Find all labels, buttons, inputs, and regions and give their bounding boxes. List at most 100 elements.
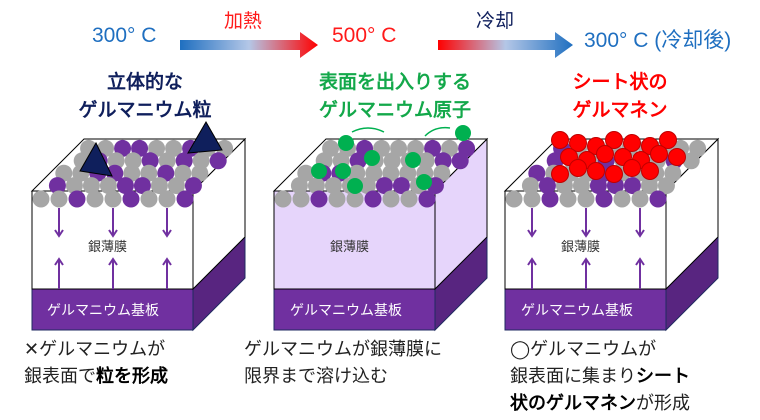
substrate-front: [273, 288, 436, 331]
ge-atom: [347, 178, 363, 194]
surface-atom: [682, 152, 700, 170]
ge-atom: [338, 135, 354, 151]
surface-atom: [107, 152, 125, 170]
panel3-substrate-label: ゲルマニウム基板: [521, 303, 633, 319]
surface-atom: [150, 177, 168, 195]
surface-atom: [657, 177, 675, 195]
surface-atom: [392, 177, 410, 195]
surface-atom: [133, 177, 151, 195]
surface-atom: [521, 177, 539, 195]
exchange-arrow-icon: [424, 126, 451, 137]
germanene-atom: [659, 131, 677, 149]
edge-atom: [613, 190, 631, 208]
edge-atom: [631, 190, 649, 208]
ge-atom: [405, 152, 421, 168]
edge-atom: [274, 190, 292, 208]
up-arrow-icon: [527, 257, 537, 289]
edge-atom: [122, 190, 140, 208]
edge-atom: [577, 190, 595, 208]
edge-atom: [158, 190, 176, 208]
edge-atom: [176, 190, 194, 208]
germanene-atom: [668, 148, 686, 166]
down-arrow-icon: [108, 208, 118, 238]
edge-atom: [505, 190, 523, 208]
down-arrow-icon: [527, 208, 537, 238]
heat-arrow: [180, 32, 318, 58]
surface-atom: [209, 152, 227, 170]
surface-atom: [99, 177, 117, 195]
edge-atom: [418, 190, 436, 208]
surface-atom: [589, 177, 607, 195]
surface-atom: [158, 152, 176, 170]
surface-atom: [451, 152, 469, 170]
germanene-atom: [569, 159, 587, 177]
edge-atom: [328, 190, 346, 208]
surface-atom: [124, 152, 142, 170]
edge-atom: [382, 190, 400, 208]
block-2: [272, 125, 489, 332]
temp-end: 300° C (冷却後): [584, 29, 732, 52]
surface-atom: [290, 177, 308, 195]
substrate-front: [504, 288, 667, 331]
edge-atom: [140, 190, 158, 208]
panel2-title: 表面を出入りするゲルマニウム原子: [318, 71, 471, 121]
surface-atom: [82, 177, 100, 195]
exchange-arrow-icon: [351, 127, 385, 133]
block-1: [30, 120, 247, 332]
panel1-title: 立体的なゲルマニウム粒: [78, 71, 212, 121]
edge-atom: [400, 190, 418, 208]
edge-atom: [68, 190, 86, 208]
surface-atom: [184, 177, 202, 195]
ge-atom: [311, 163, 327, 179]
temp-start: 300° C: [92, 24, 157, 47]
panel2-substrate-label: ゲルマニウム基板: [290, 303, 402, 319]
surface-atom: [167, 177, 185, 195]
panel2-film-label: 銀薄膜: [330, 240, 370, 255]
surface-atom: [65, 177, 83, 195]
pyramid-grain-icon: [79, 141, 113, 177]
surface-atom: [538, 177, 556, 195]
block-3: [503, 131, 720, 332]
germanene-atom: [641, 162, 659, 180]
surface-atom: [358, 177, 376, 195]
edge-atom: [32, 190, 50, 208]
surface-atom: [383, 152, 401, 170]
edge-atom: [364, 190, 382, 208]
germanene-atom: [650, 145, 668, 163]
down-arrow-icon: [581, 208, 591, 238]
surface-atom: [434, 152, 452, 170]
surface-atom: [192, 152, 210, 170]
edge-atom: [523, 190, 541, 208]
germanene-atom: [551, 131, 569, 149]
edge-atom: [310, 190, 328, 208]
germanene-atom: [551, 165, 569, 183]
up-arrow-icon: [108, 257, 118, 289]
surface-atom: [307, 177, 325, 195]
surface-atom: [572, 177, 590, 195]
up-arrow-icon: [581, 257, 591, 289]
edge-atom: [559, 190, 577, 208]
edge-atom: [649, 190, 667, 208]
surface-atom: [640, 177, 658, 195]
edge-atom: [104, 190, 122, 208]
germanene-atom: [605, 131, 623, 149]
surface-atom: [141, 152, 159, 170]
panel1-film-label: 銀薄膜: [88, 240, 128, 255]
panel3-caption: ◯ゲルマニウムが銀表面に集まりシート状のゲルマネンが形成: [510, 339, 690, 414]
surface-atom: [324, 177, 342, 195]
down-arrow-icon: [162, 208, 172, 238]
up-arrow-icon: [162, 257, 172, 289]
germanene-atom: [569, 134, 587, 152]
germanene-atom: [623, 134, 641, 152]
heat-label: 加熱: [224, 10, 263, 32]
germanene-atom: [587, 162, 605, 180]
surface-atom: [417, 152, 435, 170]
down-arrow-icon: [635, 208, 645, 238]
edge-atom: [292, 190, 310, 208]
ge-atom: [455, 125, 471, 141]
panel3-film-label: 銀薄膜: [561, 240, 601, 255]
cool-label: 冷却: [476, 10, 515, 32]
substrate-front: [31, 288, 194, 331]
ge-atom: [364, 150, 380, 166]
